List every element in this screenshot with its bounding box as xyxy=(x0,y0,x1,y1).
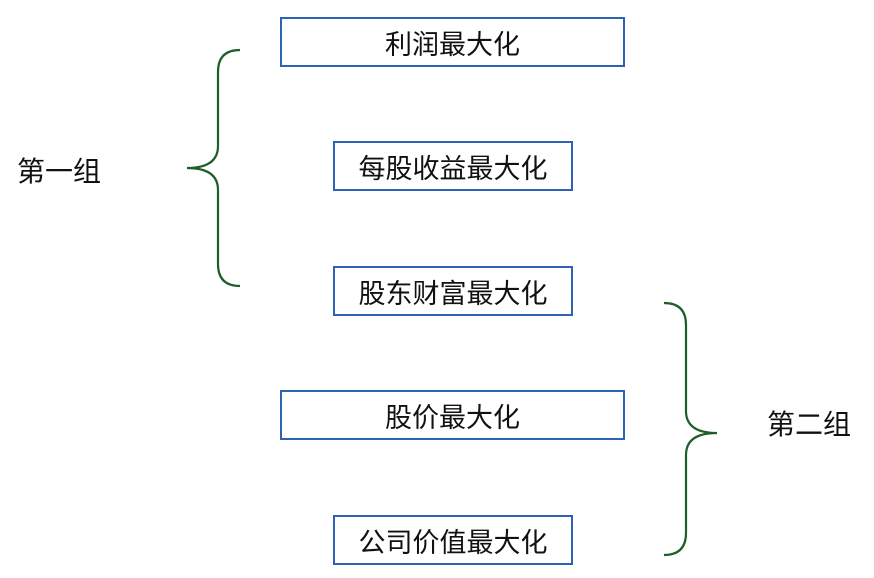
box-shareholder-wealth-max: 股东财富最大化 xyxy=(333,266,573,316)
box-eps-max: 每股收益最大化 xyxy=(333,141,573,191)
group-one-label: 第一组 xyxy=(17,155,102,188)
box-share-price-max: 股价最大化 xyxy=(280,390,625,440)
group-two-label: 第二组 xyxy=(767,408,852,441)
group-two-brace xyxy=(663,301,718,557)
group-one-brace xyxy=(186,48,241,288)
box-profit-max: 利润最大化 xyxy=(280,17,625,67)
box-firm-value-max: 公司价值最大化 xyxy=(333,515,573,565)
